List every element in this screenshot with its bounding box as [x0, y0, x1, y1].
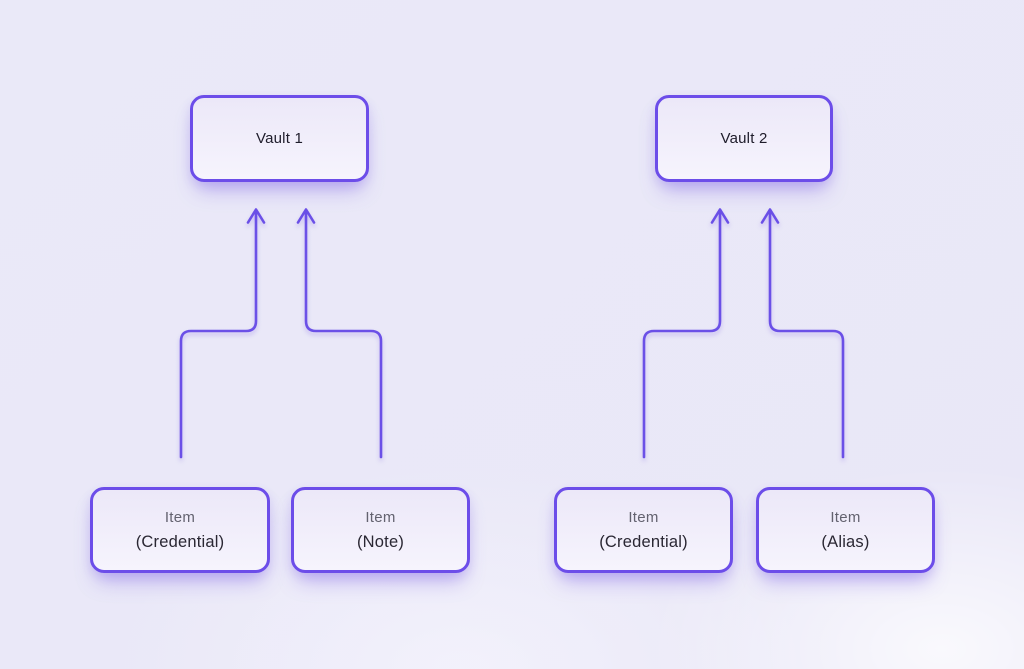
item-label: Item — [365, 508, 396, 526]
arrow-up-icon-item3-to-vault2 — [642, 208, 730, 459]
item-alias-node-vault2: Item (Alias) — [756, 487, 935, 573]
item-credential-node-vault2: Item (Credential) — [554, 487, 733, 573]
vault-2-label: Vault 2 — [720, 130, 768, 147]
item-note-node-vault1: Item (Note) — [291, 487, 470, 573]
item-credential-node-vault1: Item (Credential) — [90, 487, 270, 573]
item-label: Item — [164, 508, 196, 526]
item-type-credential: (Credential) — [599, 532, 688, 551]
item-type-alias: (Alias) — [821, 532, 870, 551]
arrow-up-icon-item1-to-vault1 — [179, 208, 266, 459]
item-label: Item — [830, 508, 861, 526]
vault-2-node: Vault 2 — [655, 95, 833, 182]
arrow-up-icon-item4-to-vault2 — [760, 208, 845, 459]
vault-1-node: Vault 1 — [190, 95, 369, 182]
item-label: Item — [628, 508, 659, 526]
item-type-note: (Note) — [356, 532, 405, 551]
vault-1-label: Vault 1 — [256, 130, 303, 147]
arrow-up-icon-item2-to-vault1 — [296, 208, 383, 459]
item-type-credential: (Credential) — [135, 532, 225, 551]
